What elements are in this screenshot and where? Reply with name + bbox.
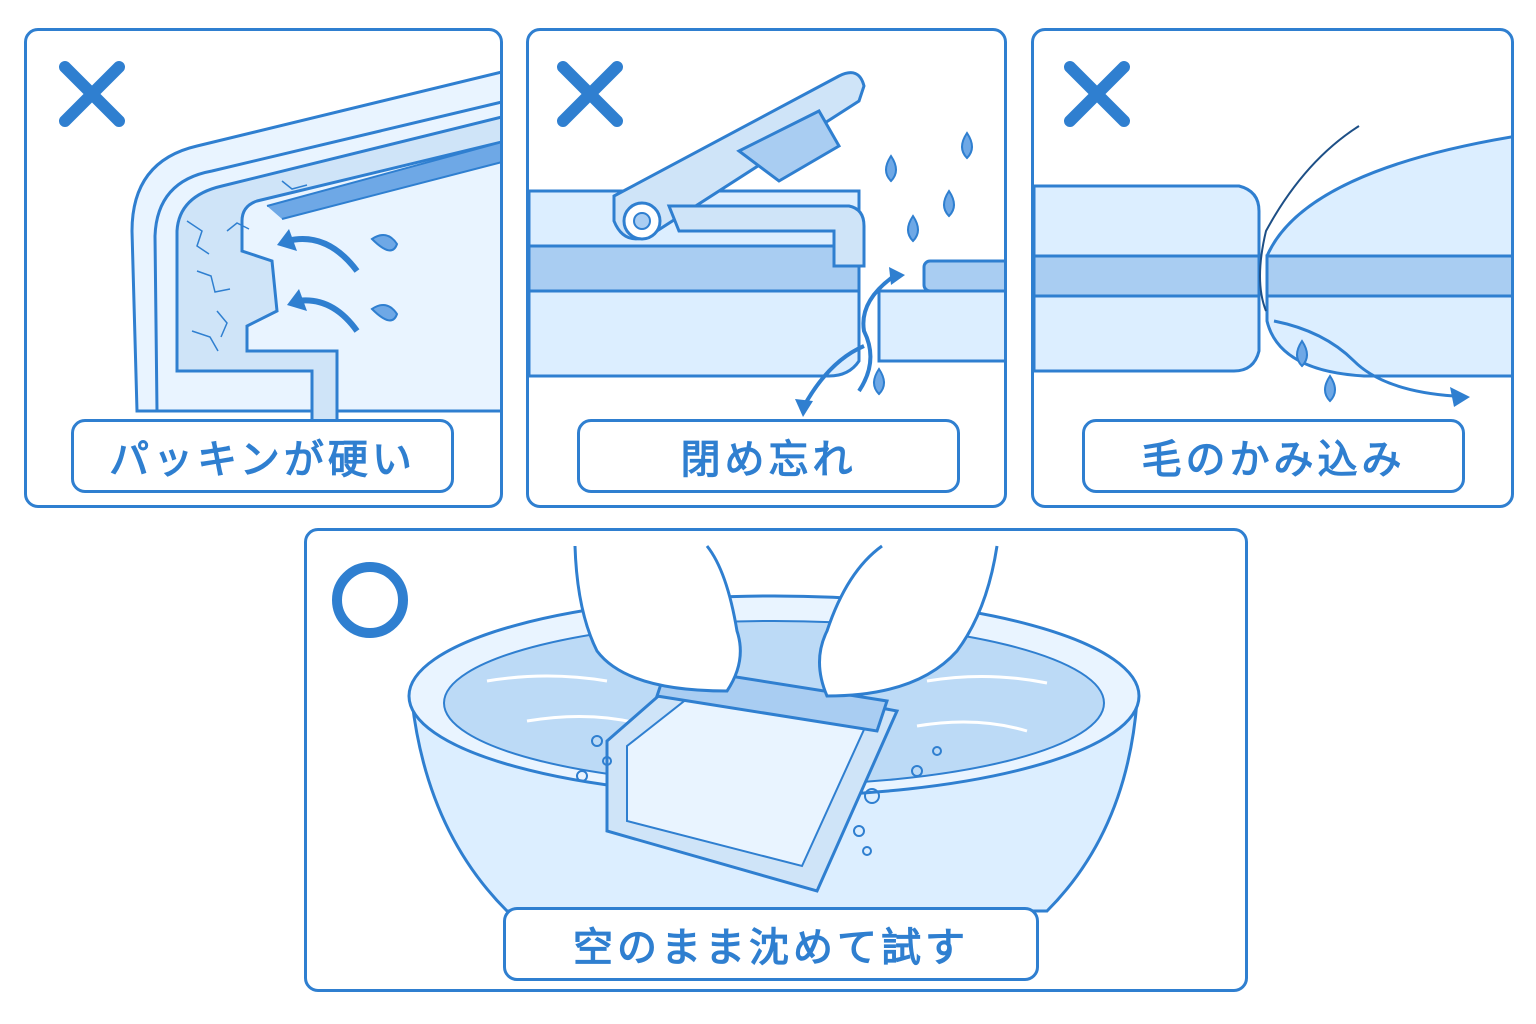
unclosed-clip-illustration	[529, 71, 1004, 417]
panel-label: 閉め忘れ	[577, 419, 960, 493]
panel-hair-caught: 毛のかみ込み	[1031, 28, 1514, 508]
panel-hardened-gasket: パッキンが硬い	[24, 28, 503, 508]
circle-icon	[332, 562, 408, 638]
panel-forgot-to-close: 閉め忘れ	[526, 28, 1007, 508]
panel-label: パッキンが硬い	[71, 419, 454, 493]
panel-submerge-test: 空のまま沈めて試す	[304, 528, 1248, 992]
panel-label: 毛のかみ込み	[1082, 419, 1465, 493]
cross-icon	[557, 61, 623, 127]
submerge-test-illustration	[407, 544, 1141, 913]
cross-icon	[59, 61, 125, 127]
hair-caught-illustration	[1034, 125, 1511, 407]
panel-label: 空のまま沈めて試す	[503, 907, 1039, 981]
cross-icon	[1064, 61, 1130, 127]
hardened-gasket-illustration	[130, 70, 500, 423]
